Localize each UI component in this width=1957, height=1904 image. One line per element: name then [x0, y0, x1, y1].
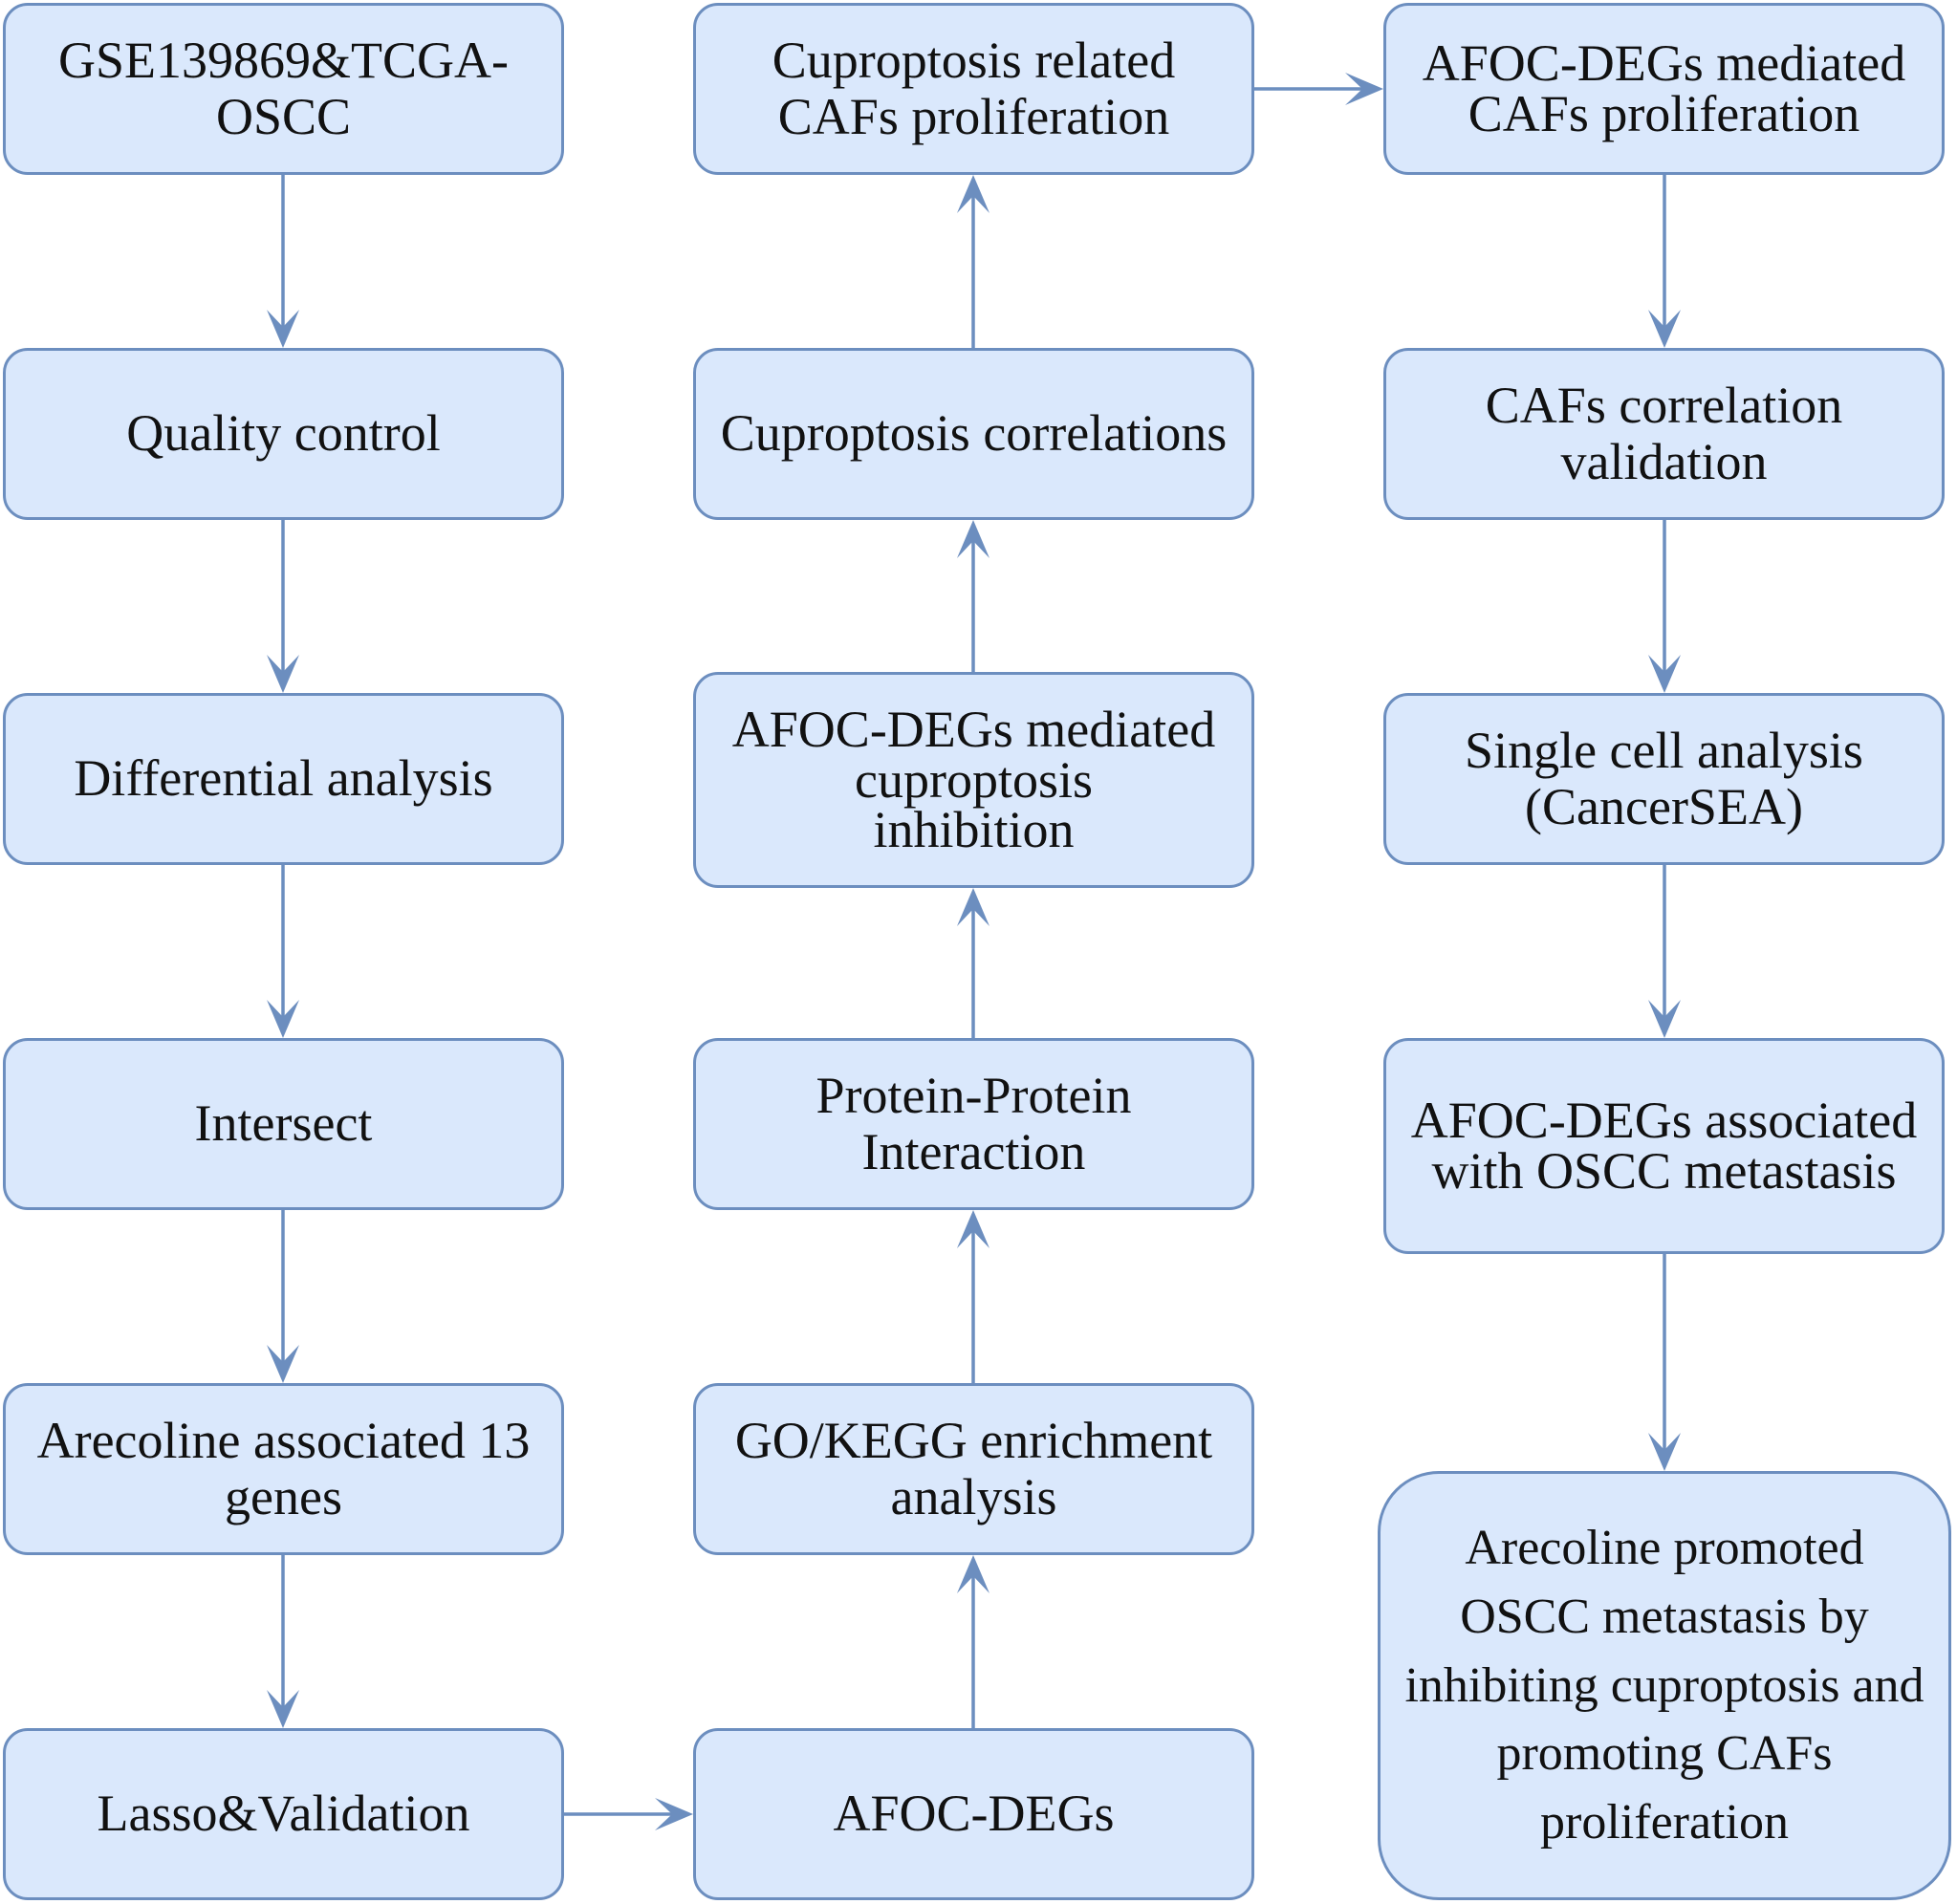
node-cafs-correlation-validation: CAFs correlation validation — [1383, 348, 1945, 520]
arrowhead — [267, 1690, 299, 1728]
node-quality-control: Quality control — [3, 348, 564, 520]
node-go-kegg-enrichment: GO/KEGG enrichment analysis — [693, 1383, 1254, 1555]
arrow-corr-to-cafs — [957, 175, 989, 348]
arrowhead — [267, 655, 299, 693]
node-protein-protein-interaction: Protein-Protein Interaction — [693, 1038, 1254, 1210]
arrow-single-to-metastasis — [1648, 865, 1681, 1038]
arrow-genes-to-lasso — [267, 1555, 299, 1728]
node-label: Arecoline associated 13 genes — [36, 1411, 531, 1525]
node-label: AFOC-DEGs associated with OSCC metastasi… — [1410, 1092, 1918, 1200]
node-label: Cuproptosis related CAFs proliferation — [772, 31, 1176, 145]
node-label: Cuproptosis correlations — [720, 404, 1228, 463]
arrow-cafs-to-afoc-cafs — [1254, 73, 1383, 105]
arrowhead — [957, 888, 989, 926]
node-afoc-cafs-proliferation: AFOC-DEGs mediated CAFs proliferation — [1383, 3, 1945, 175]
arrow-gokegg-to-ppi — [957, 1210, 989, 1383]
node-afoc-oscc-metastasis: AFOC-DEGs associated with OSCC metastasi… — [1383, 1038, 1945, 1254]
arrow-inhibition-to-corr — [957, 520, 989, 672]
node-intersect: Intersect — [3, 1038, 564, 1210]
arrowhead — [655, 1798, 693, 1830]
arrowhead — [1648, 310, 1681, 348]
node-afoc-degs: AFOC-DEGs — [693, 1728, 1254, 1900]
arrowhead — [957, 175, 989, 213]
node-label: Lasso&Validation — [97, 1785, 470, 1843]
arrow-afoc-to-gokegg — [957, 1555, 989, 1728]
arrow-diff-to-intersect — [267, 865, 299, 1038]
node-label: Single cell analysis (CancerSEA) — [1465, 721, 1863, 835]
node-label: Quality control — [126, 404, 441, 463]
node-gse139869-tcga-oscc: GSE139869&TCGA- OSCC — [3, 3, 564, 175]
node-single-cell-analysis: Single cell analysis (CancerSEA) — [1383, 693, 1945, 865]
arrowhead — [267, 1345, 299, 1383]
arrow-metastasis-to-conc — [1648, 1254, 1681, 1471]
node-label: Intersect — [194, 1094, 373, 1153]
node-label: AFOC-DEGs mediated CAFs proliferation — [1422, 34, 1906, 142]
node-label: GO/KEGG enrichment analysis — [734, 1411, 1213, 1525]
node-lasso-validation: Lasso&Validation — [3, 1728, 564, 1900]
node-afoc-cuproptosis-inhibition: AFOC-DEGs mediated cuproptosis inhibitio… — [693, 672, 1254, 888]
arrowhead — [267, 1000, 299, 1038]
arrow-gse-to-qc — [267, 175, 299, 348]
arrowhead — [1345, 73, 1383, 105]
arrowhead — [1648, 1433, 1681, 1471]
node-label: Protein-Protein Interaction — [815, 1066, 1132, 1180]
arrowhead — [957, 520, 989, 558]
arrowhead — [957, 1210, 989, 1248]
node-arecoline-13-genes: Arecoline associated 13 genes — [3, 1383, 564, 1555]
arrow-afoc-cafs-to-valid — [1648, 175, 1681, 348]
node-label: AFOC-DEGs mediated cuproptosis inhibitio… — [731, 700, 1216, 859]
arrowhead — [267, 310, 299, 348]
arrowhead — [1648, 1000, 1681, 1038]
arrow-valid-to-single — [1648, 520, 1681, 693]
node-label: AFOC-DEGs — [833, 1785, 1115, 1843]
arrowhead — [1648, 655, 1681, 693]
node-label: CAFs correlation validation — [1485, 376, 1843, 490]
arrow-ppi-to-inhibition — [957, 888, 989, 1038]
node-conclusion: Arecoline promoted OSCC metastasis by in… — [1378, 1471, 1951, 1900]
node-label: Differential analysis — [74, 749, 493, 808]
arrowhead — [957, 1555, 989, 1593]
node-cuproptosis-correlations: Cuproptosis correlations — [693, 348, 1254, 520]
arrow-qc-to-diff — [267, 520, 299, 693]
arrow-lasso-to-afoc — [564, 1798, 693, 1830]
arrow-intersect-to-genes — [267, 1210, 299, 1383]
node-differential-analysis: Differential analysis — [3, 693, 564, 865]
node-label: Arecoline promoted OSCC metastasis by in… — [1404, 1521, 1924, 1850]
node-label: GSE139869&TCGA- OSCC — [58, 31, 509, 145]
node-cuproptosis-related-cafs: Cuproptosis related CAFs proliferation — [693, 3, 1254, 175]
